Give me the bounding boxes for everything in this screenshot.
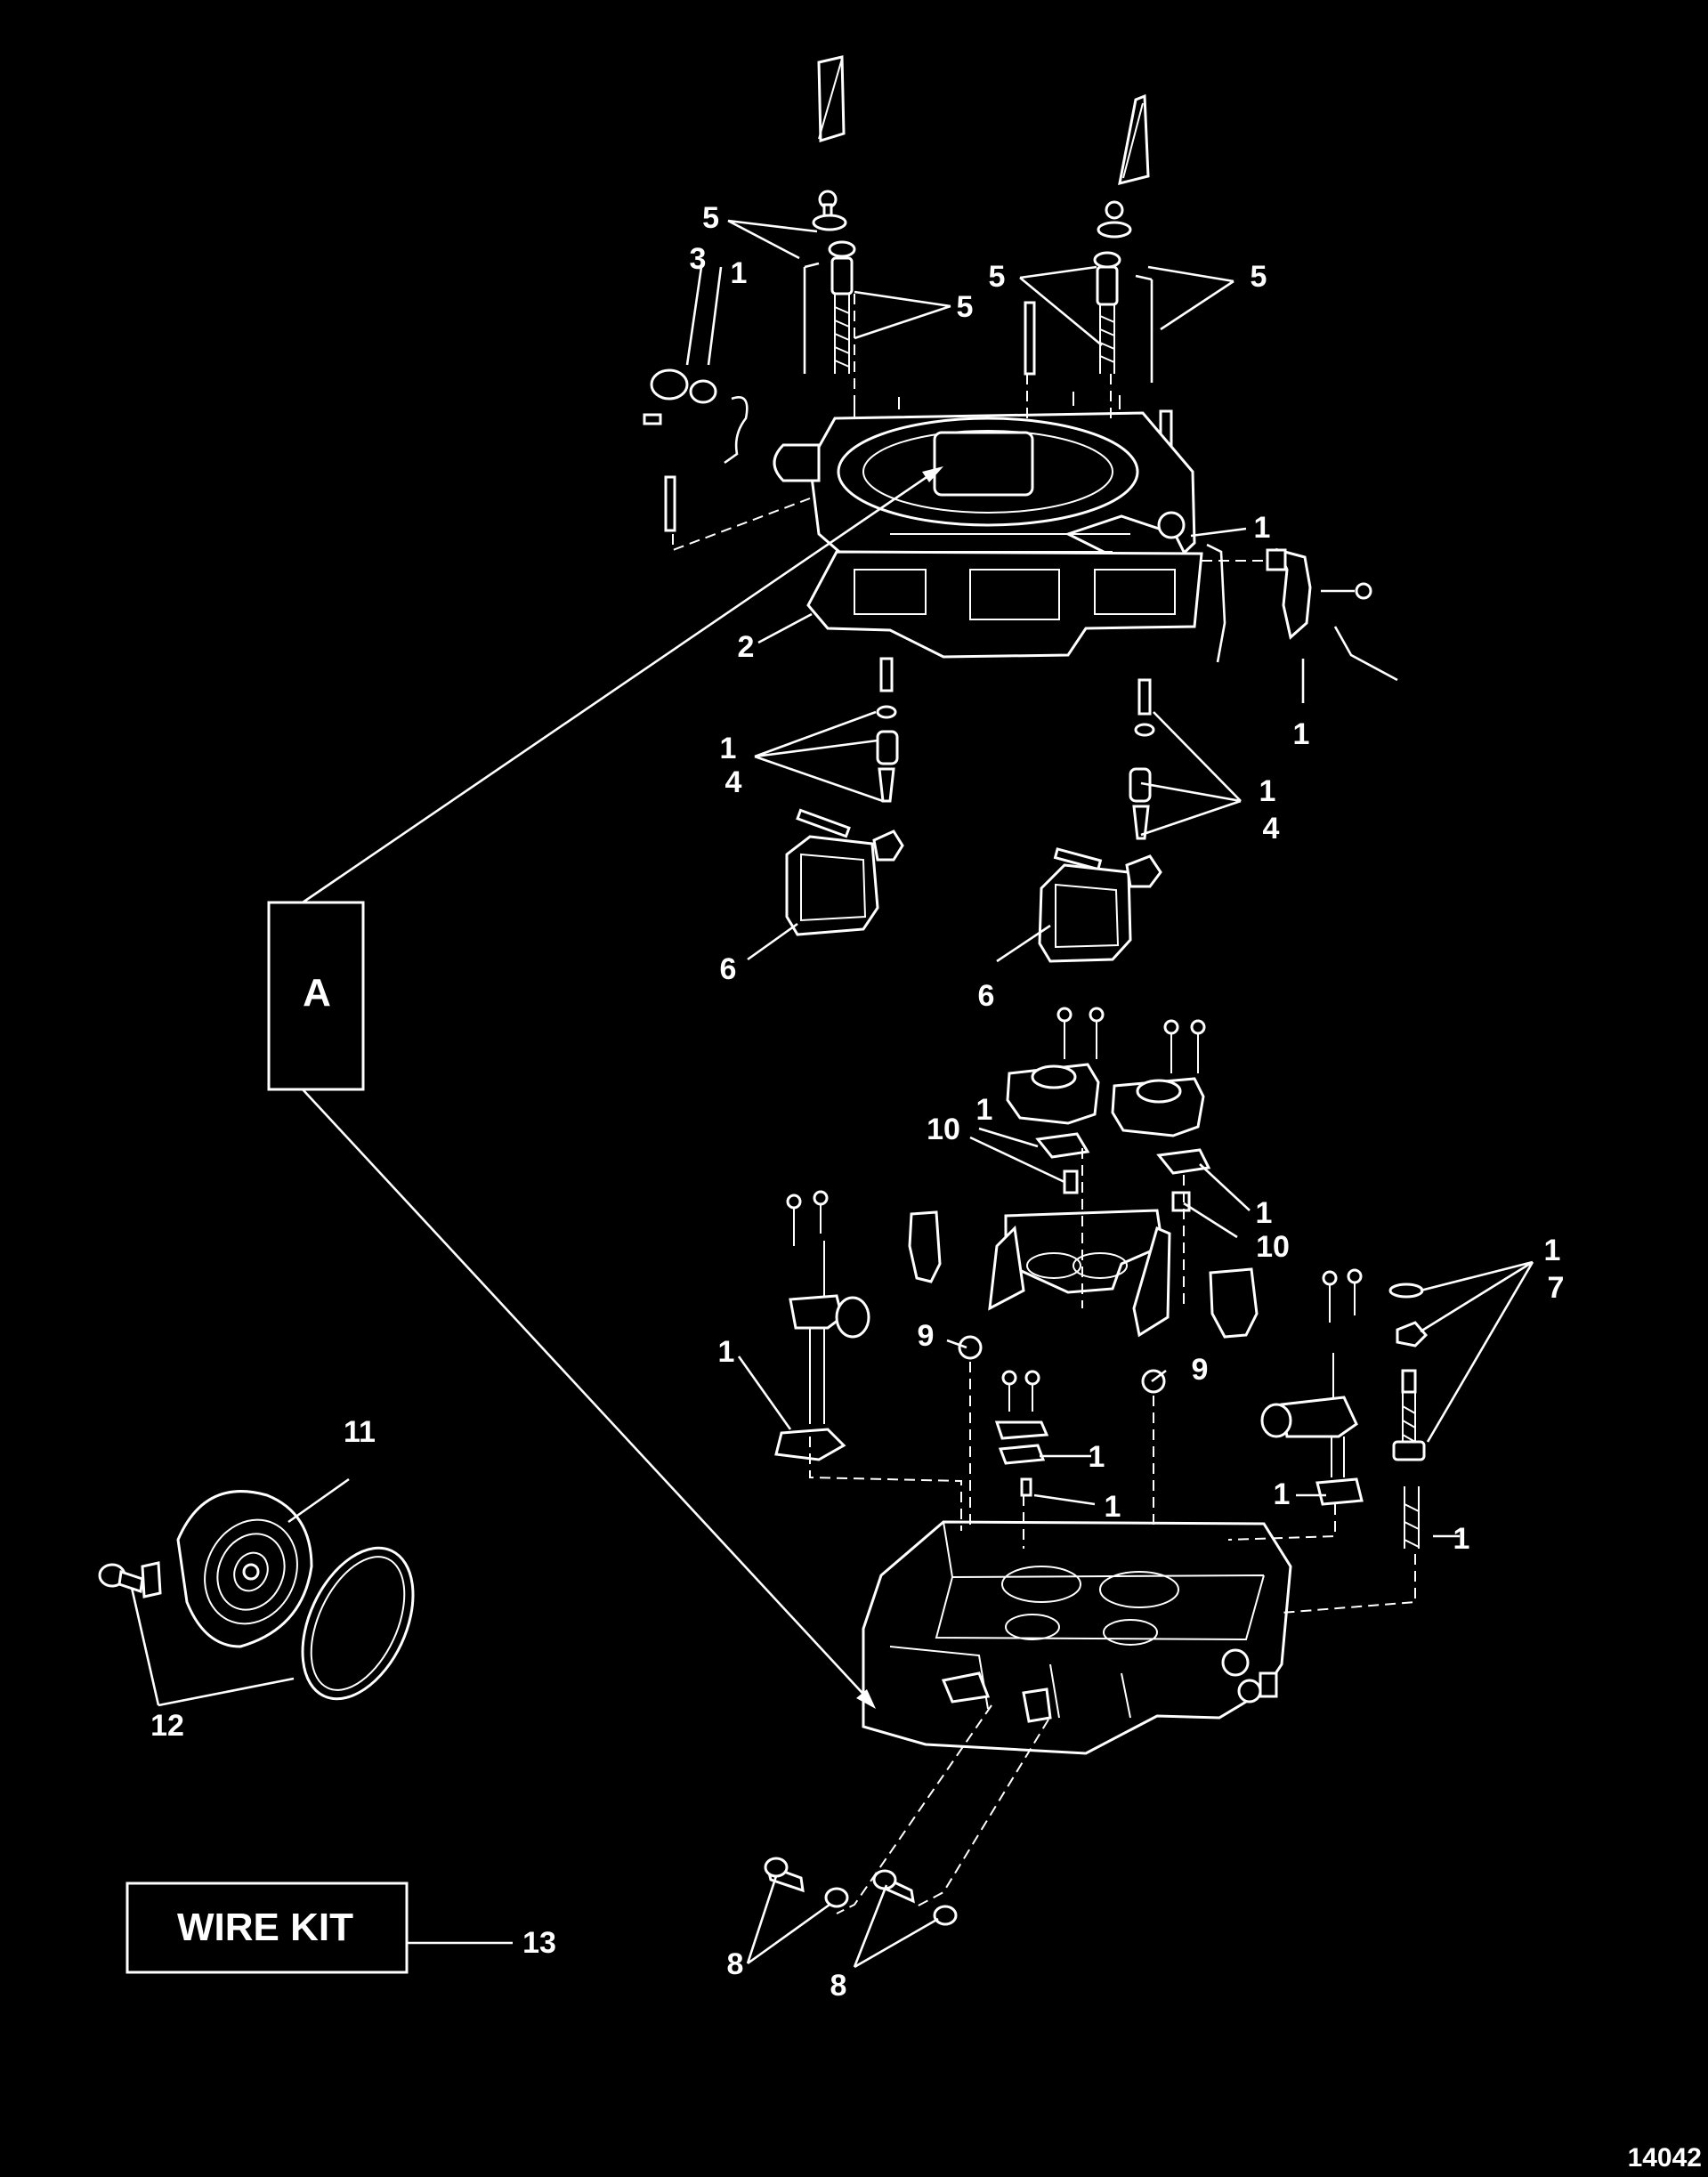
carburetor-main-body	[862, 1520, 1292, 1755]
wire-kit-box	[125, 1882, 409, 1974]
ref-label: 1	[1254, 511, 1271, 545]
ref-label: 6	[978, 979, 995, 1013]
upper-small-parts	[643, 190, 1173, 532]
wire-kit-label: WIRE KIT	[177, 1906, 353, 1949]
ref-label: 9	[918, 1319, 935, 1353]
ref-label: 1	[1256, 1196, 1273, 1230]
ref-label: 13	[522, 1926, 556, 1960]
air-horn-assembly	[773, 392, 1196, 582]
float-assemblies	[785, 657, 1162, 963]
ref-label: 7	[1548, 1271, 1565, 1305]
leader-to-body	[302, 1088, 871, 1703]
ref-label: 1	[1274, 1477, 1291, 1511]
ref-label: 10	[1256, 1230, 1290, 1264]
ref-label: 1	[720, 732, 737, 765]
ref-label: 5	[957, 290, 974, 324]
reference-numbers: 5 3 1 5 5 5 1 2 1 1 4 1 4 6 6 10 1 1 10 …	[150, 201, 1564, 2003]
choke-cover	[98, 1490, 415, 1701]
ref-label: 1	[1453, 1522, 1470, 1556]
alignment-lines	[672, 294, 1416, 1914]
ref-label: 8	[727, 1947, 744, 1981]
ref-label: 11	[344, 1415, 376, 1449]
ref-label: 5	[702, 201, 719, 235]
ref-label: 9	[1192, 1353, 1209, 1387]
ref-label: 8	[830, 1969, 847, 2003]
ref-label: 1	[718, 1335, 735, 1369]
ref-label: 6	[720, 952, 737, 986]
ref-label: 5	[1251, 260, 1267, 294]
ref-label: 1	[731, 256, 748, 290]
leader-lines	[130, 219, 1534, 1969]
leader-to-air-horn	[302, 470, 935, 904]
ref-label: 10	[927, 1113, 960, 1146]
callout-box-a	[267, 901, 365, 1091]
ref-label: 1	[976, 1093, 993, 1127]
ref-label: 1	[1089, 1440, 1105, 1474]
ref-label: 12	[150, 1709, 184, 1743]
main-jets	[764, 1857, 958, 1926]
ref-label: 3	[690, 242, 707, 276]
ref-label: 4	[1263, 812, 1280, 846]
ref-label: 1	[1105, 1490, 1121, 1524]
callout-a: A	[267, 466, 943, 1709]
wire-kit: WIRE KIT	[125, 1882, 513, 1974]
ref-label: 1	[1293, 717, 1310, 751]
figure-number: 14042	[1628, 2143, 1702, 2173]
right-linkage	[1202, 543, 1398, 682]
ref-label: 2	[738, 630, 755, 664]
vent-covers	[817, 55, 1150, 186]
air-horn-gasket	[806, 550, 1203, 659]
ref-label: 1	[1544, 1234, 1561, 1267]
middle-parts	[774, 1007, 1429, 1549]
ref-label: 5	[989, 260, 1006, 294]
ref-label: 4	[725, 765, 742, 799]
ref-label: 1	[1259, 774, 1276, 808]
callout-letter: A	[303, 971, 331, 1015]
